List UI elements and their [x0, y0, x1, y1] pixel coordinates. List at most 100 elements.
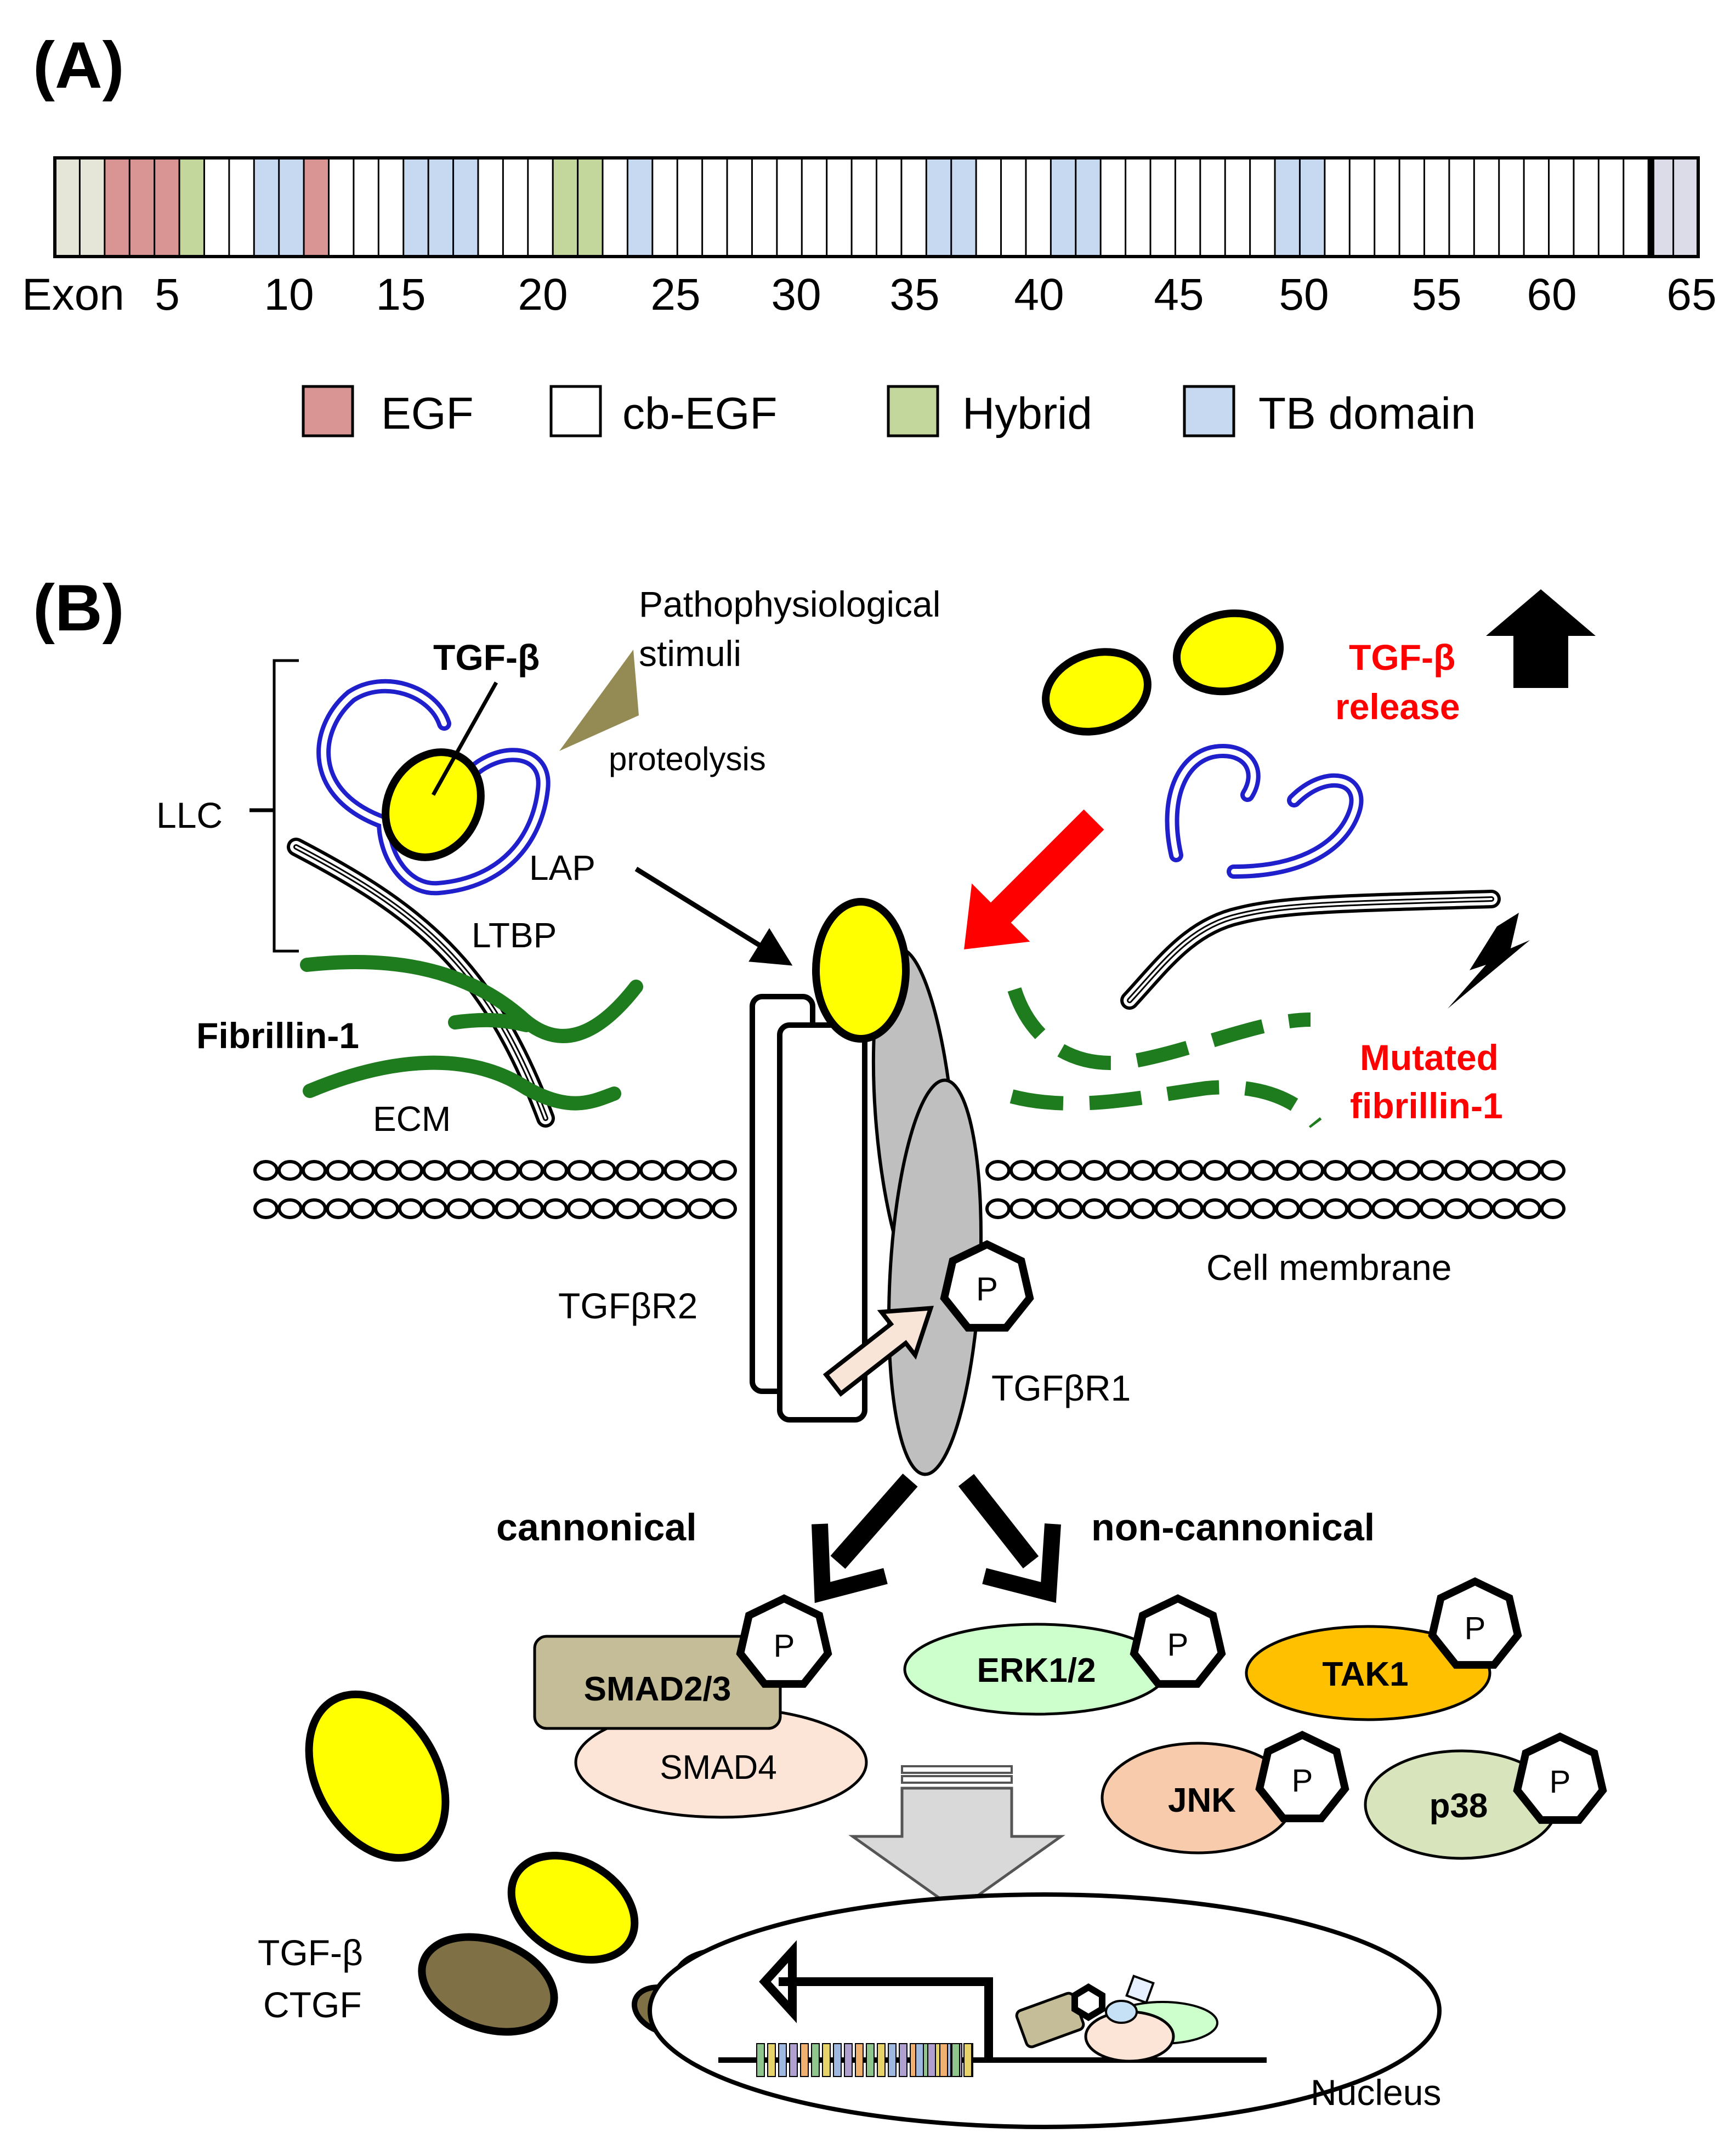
domain-legend: EGF cb-EGF Hybrid TB domain	[302, 385, 1476, 439]
lipid-head	[1275, 1198, 1300, 1219]
lipid-head	[543, 1198, 568, 1219]
legend-swatch-cb-egf	[549, 385, 602, 437]
gene-block	[939, 2043, 948, 2077]
tak1-phospho-badge: P	[1428, 1577, 1522, 1669]
lipid-head	[1154, 1160, 1179, 1181]
lipid-head	[567, 1160, 592, 1181]
lipid-head	[1082, 1198, 1107, 1219]
nuclear-complex	[1015, 1975, 1218, 2063]
gene-block	[855, 2043, 864, 2077]
lipid-head	[712, 1160, 737, 1181]
lipid-head	[302, 1160, 327, 1181]
lipid-head	[470, 1198, 496, 1219]
tgfbr1-label: TGFβR1	[991, 1368, 1131, 1408]
tgfbr2-receptor	[750, 994, 867, 1423]
exon-domain-block	[304, 158, 329, 257]
lipid-head	[1058, 1160, 1083, 1181]
gene-block	[899, 2043, 907, 2077]
legend-label-tb: TB domain	[1258, 389, 1476, 439]
lipid-head	[253, 1198, 279, 1219]
lipid-head	[1203, 1160, 1228, 1181]
pathway-arrows	[812, 1474, 1061, 1603]
gene-block	[963, 2043, 972, 2077]
llc-label: LLC	[156, 795, 223, 835]
lipid-head	[1371, 1198, 1397, 1219]
ecm-label: ECM	[373, 1099, 451, 1139]
gene-block	[877, 2043, 886, 2077]
tgf-beta-label: TGF-β	[433, 637, 540, 678]
lipid-head	[1106, 1160, 1131, 1181]
exon-domain-block	[627, 158, 653, 257]
lipid-head	[1251, 1198, 1276, 1219]
lipid-head	[302, 1198, 327, 1219]
lipid-head	[567, 1198, 592, 1219]
lipid-head	[446, 1160, 472, 1181]
lipid-head	[712, 1198, 737, 1219]
lipid-head	[1468, 1198, 1493, 1219]
released-lap	[1165, 744, 1364, 879]
lap-arrow	[634, 867, 793, 966]
tgfbr2-label: TGFβR2	[558, 1285, 697, 1326]
release-red-arrow	[964, 809, 1104, 949]
exon-tick-label: 55	[1411, 270, 1461, 320]
released-tgf-beta-2	[1172, 609, 1284, 696]
output-ctgf-1	[418, 1933, 558, 2036]
lipid-head	[985, 1160, 1011, 1181]
lipid-head	[1492, 1198, 1517, 1219]
exon-tick-label: 40	[1014, 270, 1064, 320]
svg-text:P: P	[1167, 1627, 1189, 1663]
smad-phospho-badge: P	[736, 1594, 832, 1688]
lipid-head	[1299, 1160, 1324, 1181]
transcription-arrowhead	[759, 1940, 797, 2023]
lipid-head	[1178, 1160, 1204, 1181]
lipid-head	[350, 1160, 375, 1181]
ltbp-strand	[287, 838, 555, 1128]
lipid-head	[591, 1198, 616, 1219]
gene-block	[888, 2043, 897, 2077]
lipid-head	[398, 1160, 423, 1181]
lipid-head	[1540, 1160, 1565, 1181]
lipid-head	[326, 1198, 351, 1219]
exon-tick-label: 60	[1527, 270, 1576, 320]
lipid-head	[1009, 1198, 1035, 1219]
legend-swatch-hybrid	[887, 385, 939, 437]
tgf-beta-bound	[812, 898, 910, 1043]
released-tgf-beta-1	[1042, 648, 1152, 736]
exon-tick-label: 20	[518, 270, 568, 320]
lipid-head	[543, 1160, 568, 1181]
lipid-head	[1251, 1160, 1276, 1181]
lipid-head	[688, 1160, 713, 1181]
panel-a-label: (A)	[33, 29, 124, 102]
lipid-head	[1540, 1198, 1565, 1219]
lipid-head	[446, 1198, 472, 1219]
fibrillin-label: Fibrillin-1	[196, 1015, 359, 1056]
exon-tick-label: 65	[1666, 270, 1716, 320]
lipid-head	[1347, 1198, 1372, 1219]
release-label-2: release	[1335, 686, 1460, 727]
gene-block	[778, 2043, 787, 2077]
lipid-head	[1178, 1198, 1204, 1219]
lipid-head	[519, 1160, 544, 1181]
noncanonical-label: non-cannonical	[1091, 1506, 1375, 1549]
gene-block	[789, 2043, 798, 2077]
output-tgf-beta-1	[305, 1690, 450, 1862]
lipid-head	[1420, 1198, 1445, 1219]
gene-block	[844, 2043, 853, 2077]
exon-tick-label: 15	[376, 270, 426, 320]
lipid-head	[688, 1198, 713, 1219]
lipid-head	[1444, 1198, 1469, 1219]
gene-block	[756, 2043, 765, 2077]
lipid-head	[1396, 1198, 1421, 1219]
tak1-label: TAK1	[1322, 1656, 1408, 1693]
gene-block	[833, 2043, 842, 2077]
output-label-tgf-beta: TGF-β	[258, 1932, 363, 1973]
lipid-head	[615, 1198, 640, 1219]
lipid-head	[663, 1160, 689, 1181]
erk-phospho-badge: P	[1130, 1594, 1226, 1688]
svg-text:P: P	[1465, 1611, 1486, 1646]
nuclear-translocation-arrow	[848, 1765, 1065, 1913]
nucleus-label: Nucleus	[1311, 2072, 1441, 2113]
smad23-label: SMAD2/3	[584, 1670, 731, 1708]
stimuli-line-2: stimuli	[639, 633, 741, 674]
